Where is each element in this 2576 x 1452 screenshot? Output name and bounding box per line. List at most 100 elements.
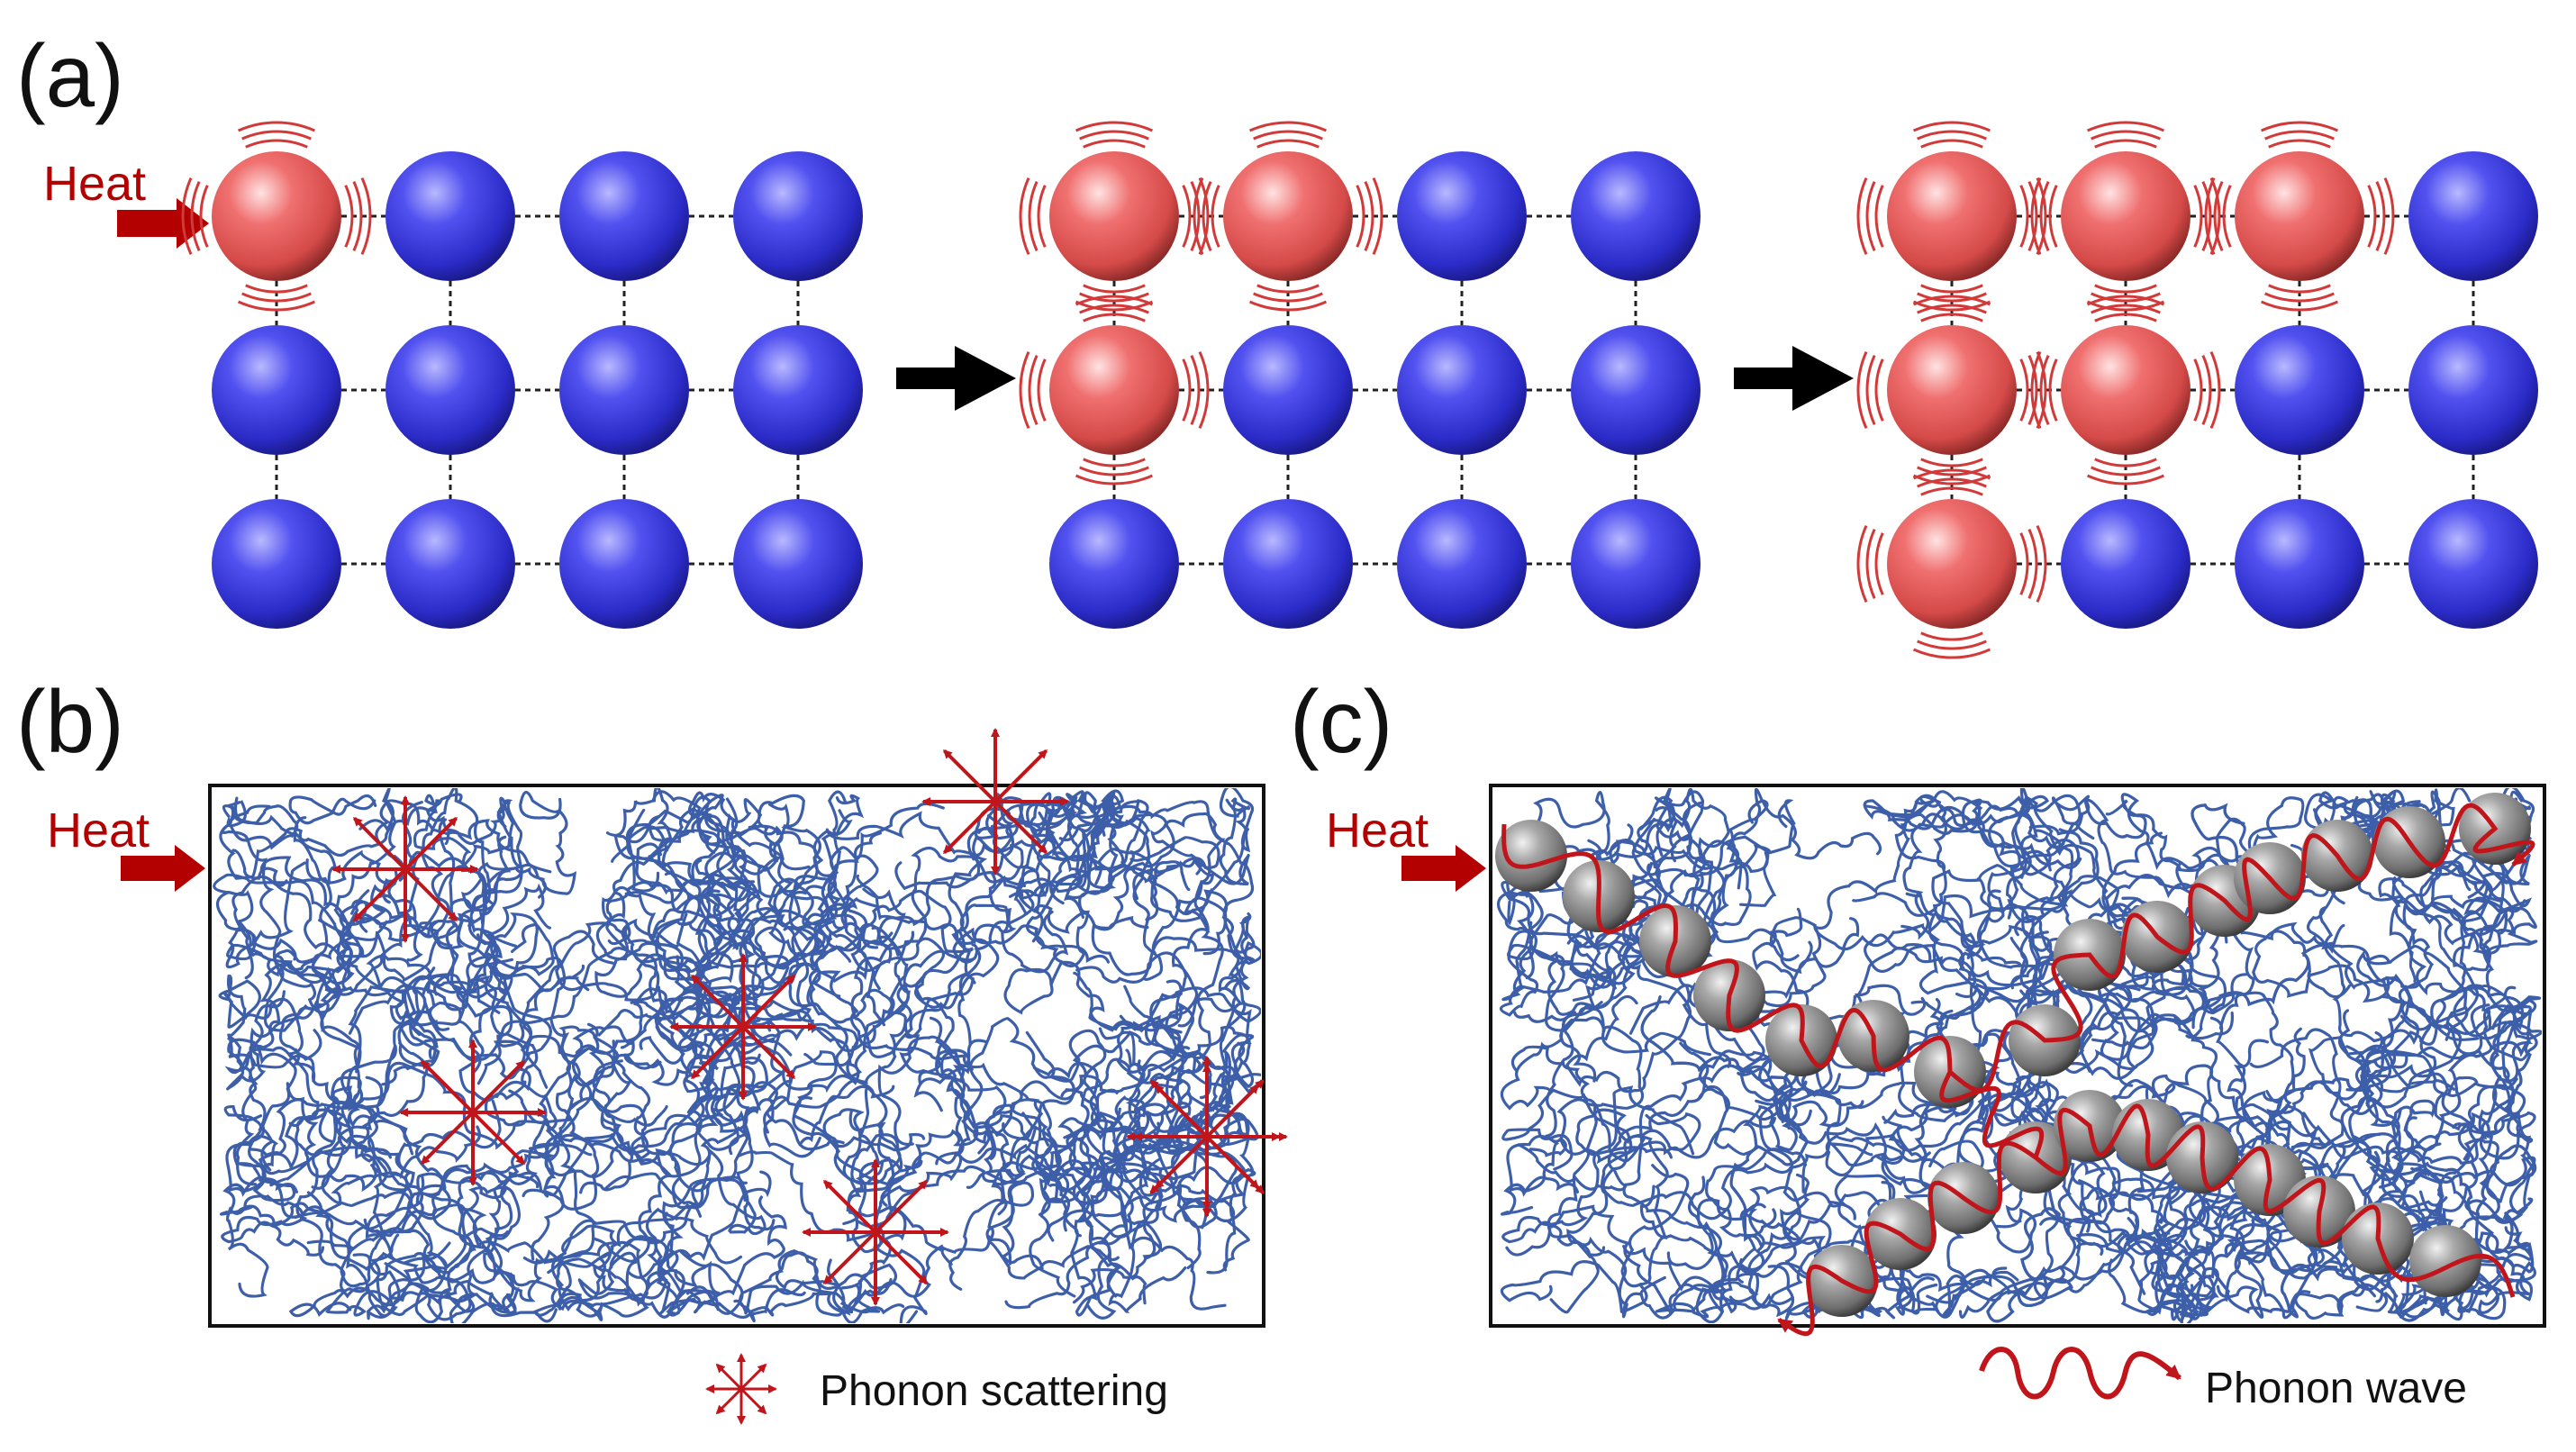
polymer-chain: [1030, 789, 1125, 861]
cold-atom: [559, 151, 689, 281]
polymer-chain: [767, 803, 839, 940]
polymer-chain: [1119, 896, 1228, 1031]
lattice-grid: [1856, 121, 2538, 659]
polymer-chain: [1500, 1260, 1648, 1313]
polymer-chain: [592, 1212, 685, 1319]
polymer-chain: [2399, 896, 2508, 1031]
polymer-chain: [1122, 1142, 1256, 1275]
cold-atom: [559, 499, 689, 629]
phonon-wave: [1777, 1103, 2516, 1337]
polymer-chain: [528, 1025, 769, 1150]
polymer-chain: [913, 1048, 997, 1160]
polymer-chain: [1601, 1041, 1873, 1221]
polymer-chain: [2410, 1161, 2535, 1274]
cold-atom: [733, 325, 863, 455]
polymer-chain: [413, 922, 555, 1028]
polymer-chain: [1941, 1217, 2076, 1318]
polymer-chain: [613, 790, 747, 879]
polymer-chain: [406, 1175, 521, 1323]
phonon-scattering-centers: [331, 728, 1288, 1306]
polymer-chain: [1004, 1059, 1145, 1310]
polymer-chain: [366, 954, 507, 1018]
legend-phonon-scattering: Phonon scattering: [705, 1353, 1168, 1425]
cold-atom: [1049, 499, 1179, 629]
panel-a-heat-label: Heat: [43, 157, 146, 211]
polymer-chain: [220, 1134, 298, 1216]
cold-atom: [2235, 499, 2364, 629]
polymer-chain: [2382, 876, 2455, 1091]
polymer-chain: [1655, 1284, 1794, 1319]
polymer-chain: [1687, 1175, 1801, 1323]
polymer-chain: [935, 1125, 1062, 1216]
polymer-chain: [294, 1019, 437, 1109]
polymer-chain: [318, 801, 523, 983]
polymer-chain: [1501, 1085, 1695, 1257]
polymer-chain: [556, 1257, 744, 1321]
polymer-chain: [1029, 1055, 1193, 1298]
filler-particle: [2409, 1225, 2481, 1297]
polymer-chain: [1513, 790, 1617, 1023]
polymer-chain: [594, 894, 728, 998]
polymer-chain: [1133, 1103, 1259, 1152]
polymer-chain: [1863, 794, 2082, 869]
cold-atom: [1223, 325, 1353, 455]
polymer-chain: [1894, 790, 2027, 879]
polymer-chain: [656, 912, 761, 1094]
polymer-chain: [348, 971, 485, 1062]
cold-atom: [2408, 151, 2538, 281]
vibration-marks: [1019, 295, 1210, 486]
cold-atom: [2235, 325, 2364, 455]
polymer-chain: [663, 930, 826, 1057]
polymer-chain: [2150, 1231, 2216, 1321]
phonon-scattering-icon: [802, 1158, 949, 1306]
cold-atom: [1571, 325, 1701, 455]
polymer-chain: [533, 1181, 703, 1323]
polymer-chain: [1091, 812, 1251, 991]
polymer-chain: [249, 997, 320, 1172]
polymer-chain: [977, 985, 1157, 1155]
polymer-chain: [415, 1039, 651, 1206]
polymer-chain: [1739, 947, 1982, 1103]
polymer-chain: [218, 975, 322, 1069]
polymer-chain: [739, 824, 879, 997]
polymer-chain: [1698, 1049, 1934, 1127]
polymer-chain: [1507, 795, 1769, 926]
polymer-chain: [808, 889, 974, 1078]
polymer-chain: [977, 797, 1087, 943]
phonon-scattering-icon: [705, 1353, 777, 1425]
polymer-chain: [1825, 1060, 2000, 1177]
polymer-chain: [231, 875, 439, 1059]
hot-atom: [1887, 325, 2017, 455]
cold-atom: [385, 499, 515, 629]
polymer-chain: [2463, 995, 2542, 1161]
polymer-chain: [1039, 1107, 1164, 1261]
polymer-chain: [1529, 839, 1668, 990]
heat-arrow-icon: [121, 845, 205, 892]
hot-atom: [2061, 151, 2191, 281]
polymer-chain: [461, 912, 560, 1198]
process-arrow-icon: [1734, 346, 1854, 411]
polymer-chain: [2318, 906, 2469, 1043]
polymer-chain: [532, 1025, 668, 1162]
polymer-chain: [404, 923, 533, 1085]
polymer-chain: [1566, 916, 1647, 989]
polymer-chain: [1150, 812, 1261, 1027]
vibration-marks: [2030, 295, 2221, 486]
panel-c-label: (c): [1290, 672, 1392, 771]
polymer-chain: [2258, 985, 2438, 1155]
polymer-chain: [2172, 1014, 2288, 1253]
polymer-chain: [1545, 1011, 1777, 1165]
process-arrow-icon: [896, 346, 1016, 411]
phonon-wave: [1501, 803, 2535, 1093]
polymer-chain: [547, 1115, 674, 1275]
polymer-chain: [2125, 1162, 2282, 1257]
polymer-chain: [224, 963, 332, 1075]
polymer-chain: [2345, 986, 2533, 1094]
phonon-scattering-icon: [921, 728, 1069, 876]
polymer-chain: [403, 883, 551, 1031]
polymer-chain: [2357, 872, 2532, 913]
polymer-chain: [1574, 788, 1730, 1011]
cold-atom: [733, 499, 863, 629]
polymer-chain: [1640, 995, 1809, 1244]
